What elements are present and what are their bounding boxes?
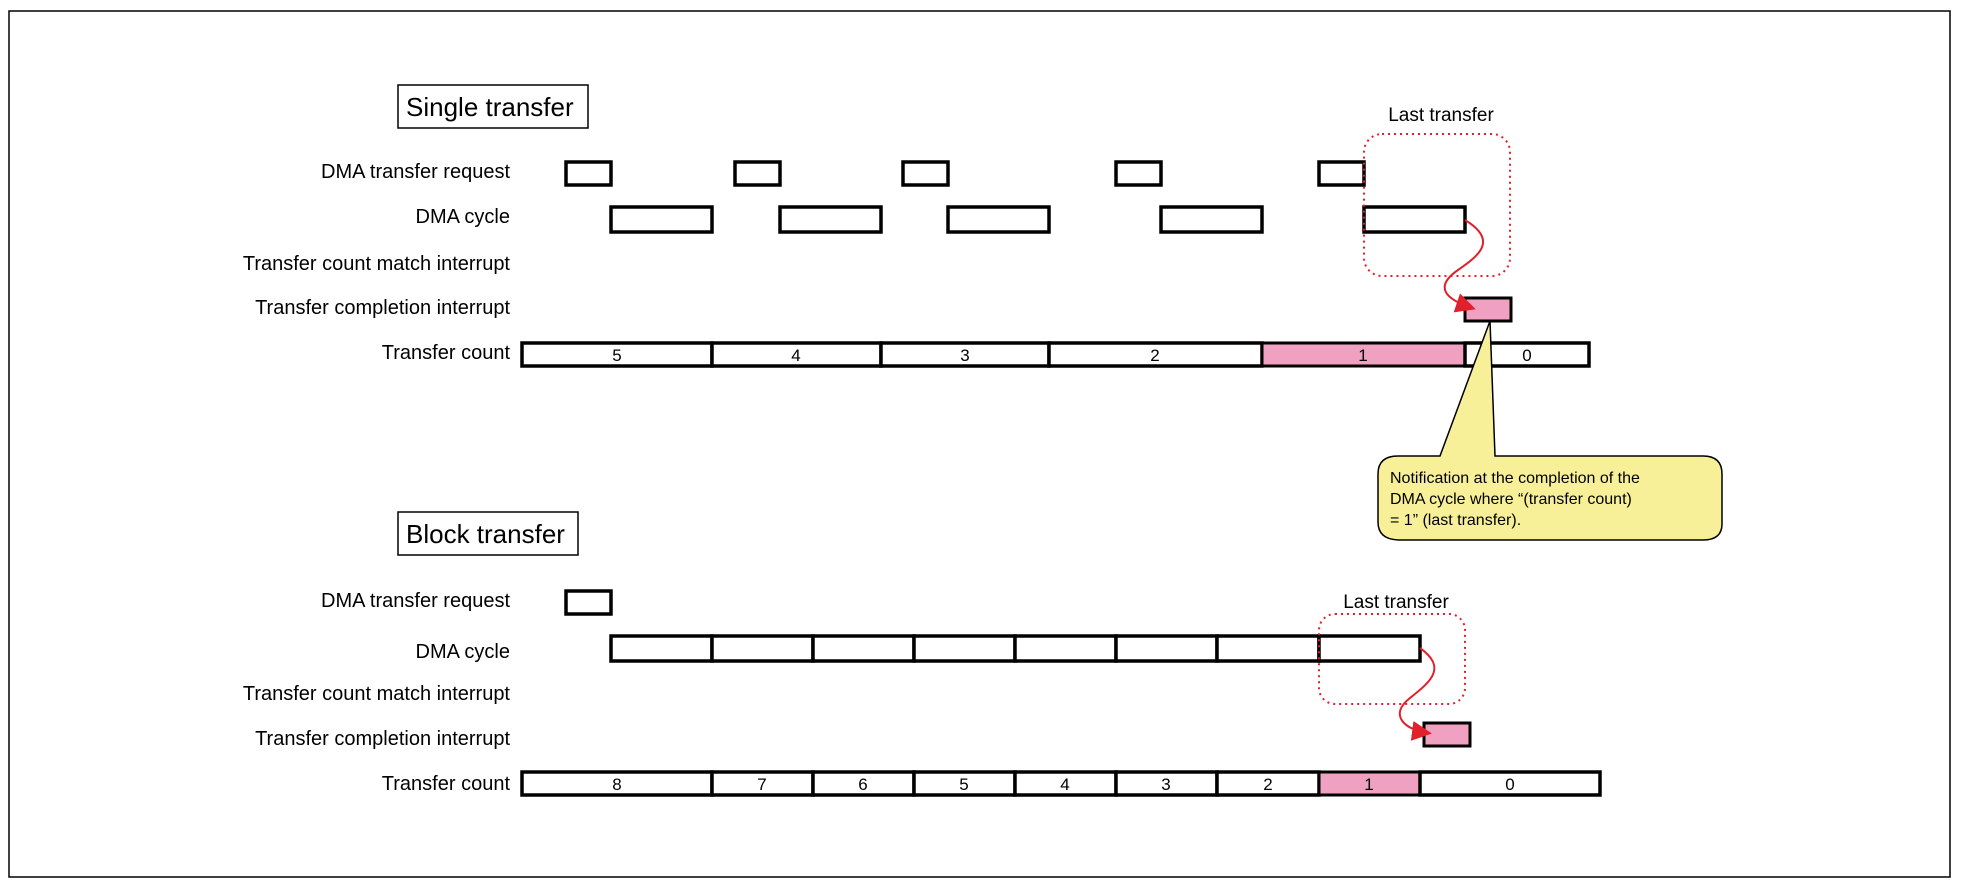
single-count-value: 1: [1358, 346, 1367, 365]
block-count-value: 3: [1161, 775, 1170, 794]
block-count-value: 7: [757, 775, 766, 794]
single-last-transfer-region: [1363, 133, 1511, 277]
single-request-pulse: [1317, 160, 1366, 187]
block-label-count: Transfer count: [382, 773, 511, 795]
single-request-pulse: [564, 160, 613, 187]
block-count-value: 1: [1364, 775, 1373, 794]
block-label-completion: Transfer completion interrupt: [255, 728, 510, 750]
single-count-value: 2: [1150, 346, 1159, 365]
block-count-value: 8: [612, 775, 621, 794]
single-label-cycle: DMA cycle: [416, 206, 510, 228]
block-dma-cycle: [912, 634, 1017, 663]
single-label-count: Transfer count: [382, 342, 511, 364]
block-completion-interrupt-pulse: [1422, 721, 1472, 748]
single-interrupt-arrow: [1443, 219, 1485, 313]
block-label-request: DMA transfer request: [321, 590, 510, 612]
single-request-pulse: [1114, 160, 1163, 187]
single-request-pulse: [733, 160, 782, 187]
single-dma-cycle: [1362, 205, 1467, 234]
block-dma-cycle: [1317, 634, 1422, 663]
single-count-cell: [1463, 341, 1591, 368]
block-count-cell: [1418, 770, 1602, 797]
single-count-value: 3: [960, 346, 969, 365]
callout-text-line2: DMA cycle where “(transfer count): [1390, 491, 1632, 508]
block-dma-cycle: [1013, 634, 1118, 663]
block-label-match: Transfer count match interrupt: [243, 683, 511, 705]
block-count-value: 4: [1060, 775, 1069, 794]
block-last-transfer-label: Last transfer: [1343, 592, 1449, 613]
block-label-cycle: DMA cycle: [416, 641, 510, 663]
block-count-value: 0: [1505, 775, 1514, 794]
block-dma-cycle: [609, 634, 714, 663]
block-count-value: 6: [858, 775, 867, 794]
single-completion-interrupt-pulse: [1463, 296, 1513, 323]
single-title: Single transfer: [406, 92, 574, 122]
block-dma-cycle: [1114, 634, 1219, 663]
single-label-completion: Transfer completion interrupt: [255, 297, 510, 319]
block-dma-cycle: [1215, 634, 1321, 663]
single-dma-cycle: [609, 205, 714, 234]
single-label-match: Transfer count match interrupt: [243, 253, 511, 275]
single-last-transfer-label: Last transfer: [1388, 105, 1494, 126]
single-label-request: DMA transfer request: [321, 161, 510, 183]
block-title: Block transfer: [406, 519, 565, 549]
block-dma-cycle: [710, 634, 815, 663]
single-count-value: 5: [612, 346, 621, 365]
single-request-pulse: [901, 160, 950, 187]
single-dma-cycle: [1159, 205, 1264, 234]
block-count-value: 2: [1263, 775, 1272, 794]
block-request-pulse: [564, 589, 613, 616]
block-interrupt-arrow: [1398, 647, 1436, 741]
single-dma-cycle: [946, 205, 1051, 234]
single-count-value: 4: [791, 346, 800, 365]
callout-text-line3: = 1” (last transfer).: [1390, 512, 1521, 529]
notification-callout: Notification at the completion of the DM…: [1377, 320, 1723, 541]
callout-text-line1: Notification at the completion of the: [1390, 470, 1640, 487]
single-dma-cycle: [778, 205, 883, 234]
callout-bubble: [1377, 320, 1723, 541]
outer-frame: [8, 10, 1951, 878]
single-transfer-section: Single transfer DMA transfer request DMA…: [243, 84, 1591, 368]
single-title-box: [397, 84, 589, 129]
single-count-value: 0: [1522, 346, 1531, 365]
block-dma-cycle: [811, 634, 916, 663]
block-count-value: 5: [959, 775, 968, 794]
block-title-box: [397, 511, 579, 556]
block-transfer-section: Block transfer DMA transfer request DMA …: [243, 511, 1602, 797]
